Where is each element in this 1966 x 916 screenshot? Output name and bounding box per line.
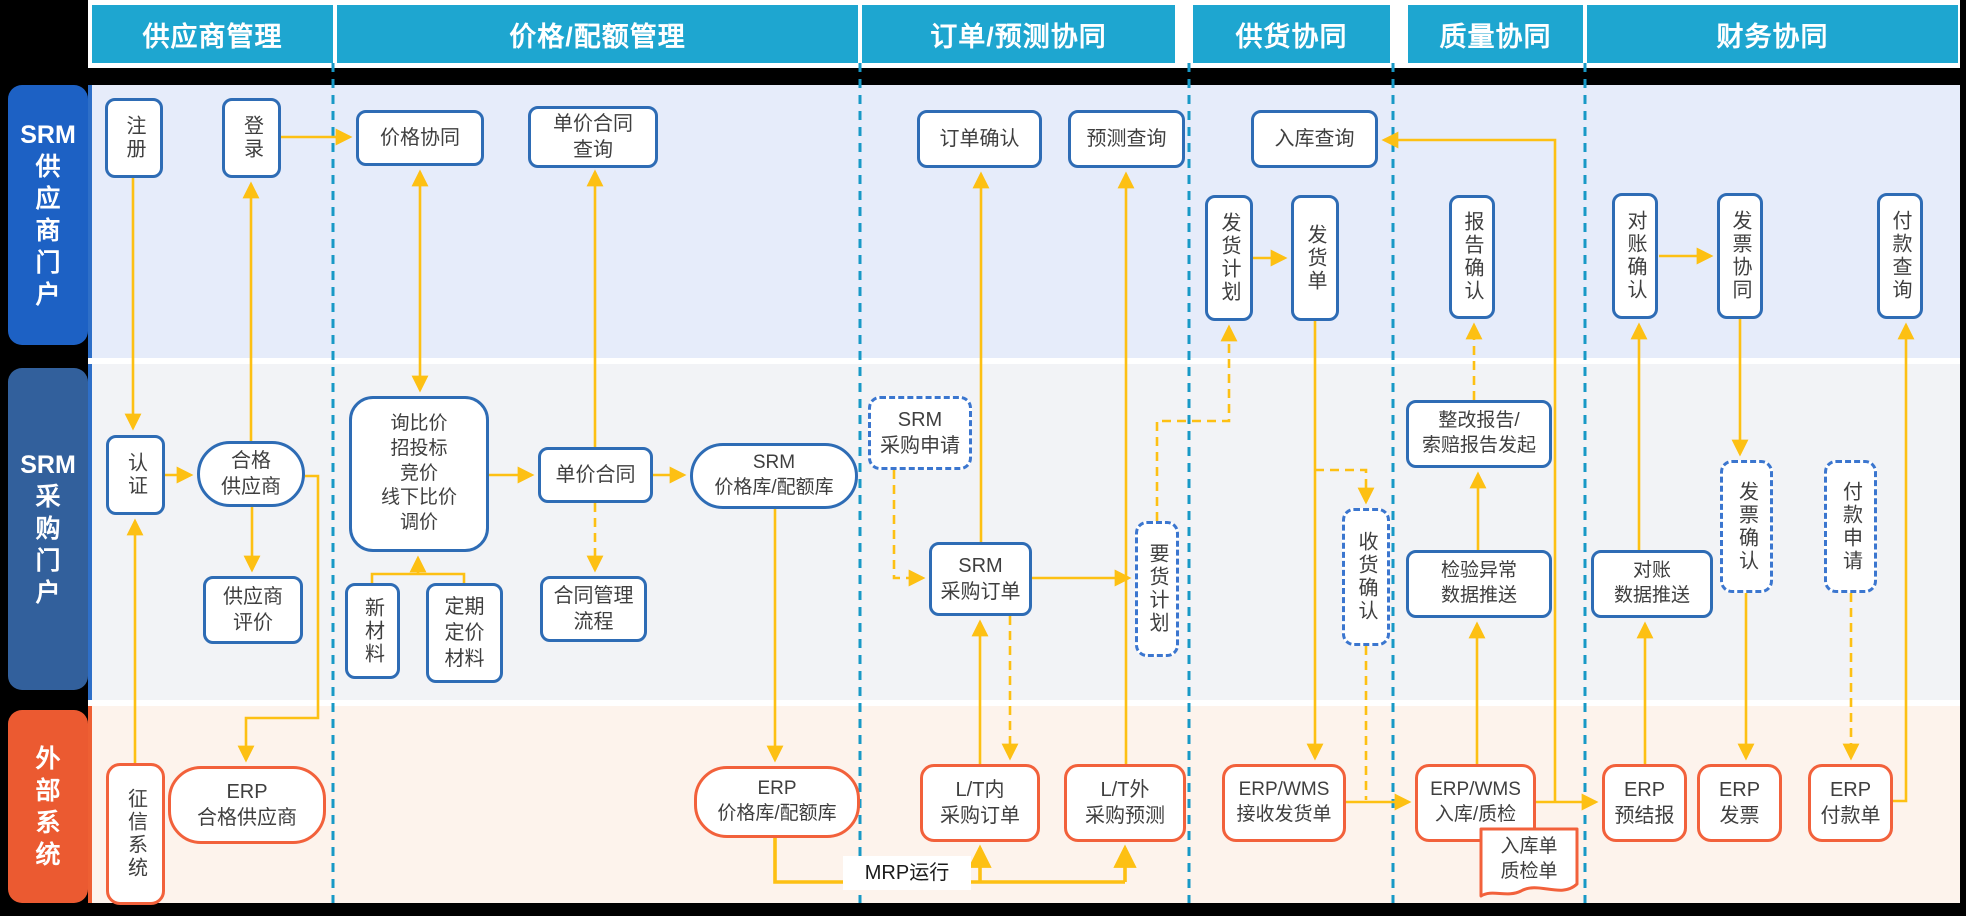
lane-label-external-systems: 外 部 系 统 bbox=[8, 710, 88, 903]
label-mrp-run: MRP运行 bbox=[843, 856, 971, 890]
header-separator-strip bbox=[0, 68, 1966, 85]
node-inbound-query: 入库查询 bbox=[1251, 110, 1378, 168]
node-order-confirm: 订单确认 bbox=[917, 110, 1042, 168]
node-periodic-material: 定期 定价 材料 bbox=[426, 583, 503, 683]
node-srm-price-lib: SRM 价格库/配额库 bbox=[690, 443, 858, 509]
node-auth: 认证 bbox=[106, 435, 165, 515]
node-sourcing: 询比价 招投标 竞价 线下比价 调价 bbox=[349, 396, 489, 552]
node-contract-process: 合同管理 流程 bbox=[540, 576, 647, 642]
node-lt-out-forecast: L/T外 采购预测 bbox=[1064, 764, 1186, 842]
document-label: 入库单 质检单 bbox=[1500, 836, 1558, 882]
node-invoice-confirm: 发票确认 bbox=[1720, 460, 1773, 593]
node-report-confirm: 报告确认 bbox=[1449, 195, 1495, 319]
node-new-material: 新材料 bbox=[345, 583, 400, 679]
header-quality-collab: 质量协同 bbox=[1408, 5, 1583, 63]
node-delivery-note: 发货单 bbox=[1291, 195, 1339, 321]
node-srm-purchase-request: SRM 采购申请 bbox=[868, 396, 972, 470]
node-inbound-quality-doc: 入库单 质检单 bbox=[1478, 826, 1580, 902]
node-lt-in-purchase-order: L/T内 采购订单 bbox=[920, 764, 1040, 842]
node-rectify-report: 整改报告/ 索赔报告发起 bbox=[1406, 400, 1552, 468]
node-qualified-supplier: 合格 供应商 bbox=[197, 441, 305, 507]
node-erp-prereport: ERP 预结报 bbox=[1602, 764, 1687, 842]
header-price-quota-management: 价格/配额管理 bbox=[337, 5, 858, 63]
node-erp-payment: ERP 付款单 bbox=[1808, 764, 1893, 842]
node-payment-request: 付款申请 bbox=[1824, 460, 1877, 593]
node-forecast-query: 预测查询 bbox=[1068, 110, 1185, 168]
node-price-collab: 价格协同 bbox=[356, 110, 484, 166]
document-shape-icon bbox=[1479, 827, 1579, 898]
node-login: 登录 bbox=[222, 98, 281, 178]
node-recon-confirm: 对账确认 bbox=[1612, 193, 1658, 319]
node-delivery-plan: 发货计划 bbox=[1205, 195, 1253, 321]
node-register: 注册 bbox=[105, 98, 163, 178]
node-srm-purchase-order: SRM 采购订单 bbox=[929, 542, 1032, 616]
node-receipt-confirm: 收货确认 bbox=[1342, 508, 1390, 646]
node-erp-price-lib: ERP 价格库/配额库 bbox=[694, 766, 860, 838]
node-recon-data-push: 对账 数据推送 bbox=[1591, 550, 1713, 618]
node-payment-query: 付款查询 bbox=[1877, 193, 1923, 319]
node-inspect-abnormal-push: 检验异常 数据推送 bbox=[1406, 550, 1552, 618]
lane-label-srm-supplier-portal: SRM 供 应 商 门 户 bbox=[8, 85, 88, 345]
node-unit-contract: 单价合同 bbox=[538, 447, 653, 503]
node-erp-qualified-supplier: ERP 合格供应商 bbox=[168, 766, 326, 844]
node-supplier-eval: 供应商 评价 bbox=[203, 576, 303, 644]
header-supply-collab: 供货协同 bbox=[1193, 5, 1390, 63]
column-dividers bbox=[331, 63, 1587, 903]
node-unit-contract-query: 单价合同 查询 bbox=[528, 106, 658, 168]
header-supplier-management: 供应商管理 bbox=[92, 5, 333, 63]
node-erp-invoice: ERP 发票 bbox=[1697, 764, 1782, 842]
node-erp-wms-receive: ERP/WMS 接收发货单 bbox=[1222, 764, 1346, 842]
lane-label-srm-procurement-portal: SRM 采 购 门 户 bbox=[8, 368, 88, 690]
flow-arrows bbox=[124, 128, 1915, 884]
header-order-forecast-collab: 订单/预测协同 bbox=[862, 5, 1175, 63]
header-finance-collab: 财务协同 bbox=[1587, 5, 1958, 63]
node-credit-system: 征信系统 bbox=[106, 763, 165, 905]
node-invoice-collab: 发票协同 bbox=[1717, 193, 1763, 319]
node-delivery-req-plan: 要货计划 bbox=[1135, 521, 1179, 657]
